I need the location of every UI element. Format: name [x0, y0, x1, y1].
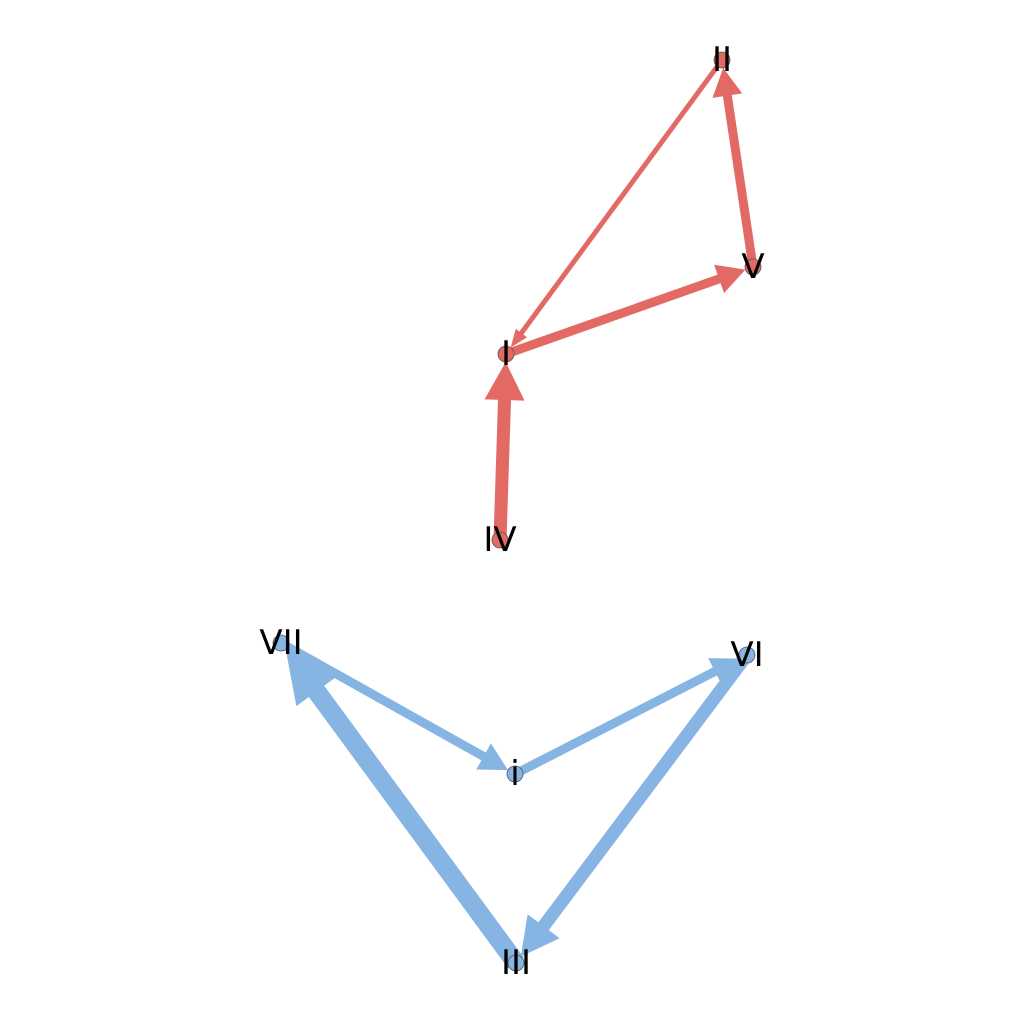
arrowhead-icon [484, 361, 525, 401]
node-label-I: I [501, 334, 511, 374]
arrowhead-icon [285, 649, 337, 707]
node-i [506, 765, 524, 783]
edge-II-to-I [510, 58, 725, 348]
node-label-V: V [741, 247, 764, 287]
node-II [713, 51, 731, 69]
arrowhead-icon [714, 264, 746, 294]
node-label-II: II [712, 40, 732, 80]
node-I [497, 345, 515, 363]
edge-line [278, 639, 488, 762]
node-IV [491, 531, 509, 549]
node-label-VII: VII [259, 623, 302, 663]
edge-V-to-II [712, 67, 758, 268]
edge-III-to-VII [285, 649, 524, 969]
node-VII [272, 634, 290, 652]
edge-IV-to-I [484, 361, 525, 541]
edge-line [307, 684, 524, 969]
arrowhead-icon [510, 328, 528, 348]
edge-line [493, 397, 512, 541]
edges-layer [278, 58, 758, 969]
node-VI [738, 646, 756, 664]
node-label-IV: IV [483, 520, 516, 560]
node-V [744, 258, 762, 276]
arrowhead-icon [476, 743, 509, 771]
node-label-VI: VI [730, 635, 763, 675]
edge-line [537, 651, 753, 932]
edge-line [504, 274, 723, 359]
node-III [507, 954, 525, 972]
edge-line [512, 666, 719, 779]
arrowhead-icon [520, 914, 560, 957]
edge-line [518, 58, 725, 337]
arrowhead-icon [712, 67, 743, 98]
edge-I-to-V [504, 264, 746, 359]
node-label-i: i [510, 754, 519, 794]
node-label-III: III [501, 943, 531, 983]
edge-VII-to-i [278, 639, 509, 771]
edge-VI-to-III [520, 651, 753, 957]
nodes-layer [272, 51, 762, 972]
edge-line [722, 92, 758, 268]
